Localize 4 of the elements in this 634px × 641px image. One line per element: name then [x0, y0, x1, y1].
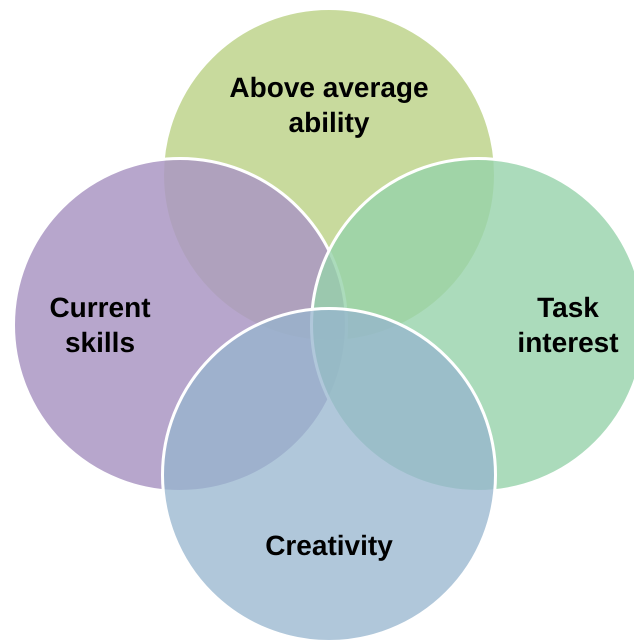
circle-label: Above average ability: [228, 71, 430, 140]
circle-label: Current skills: [48, 291, 152, 360]
circle-label: Creativity: [265, 528, 393, 562]
circle-label: Task interest: [516, 291, 620, 360]
